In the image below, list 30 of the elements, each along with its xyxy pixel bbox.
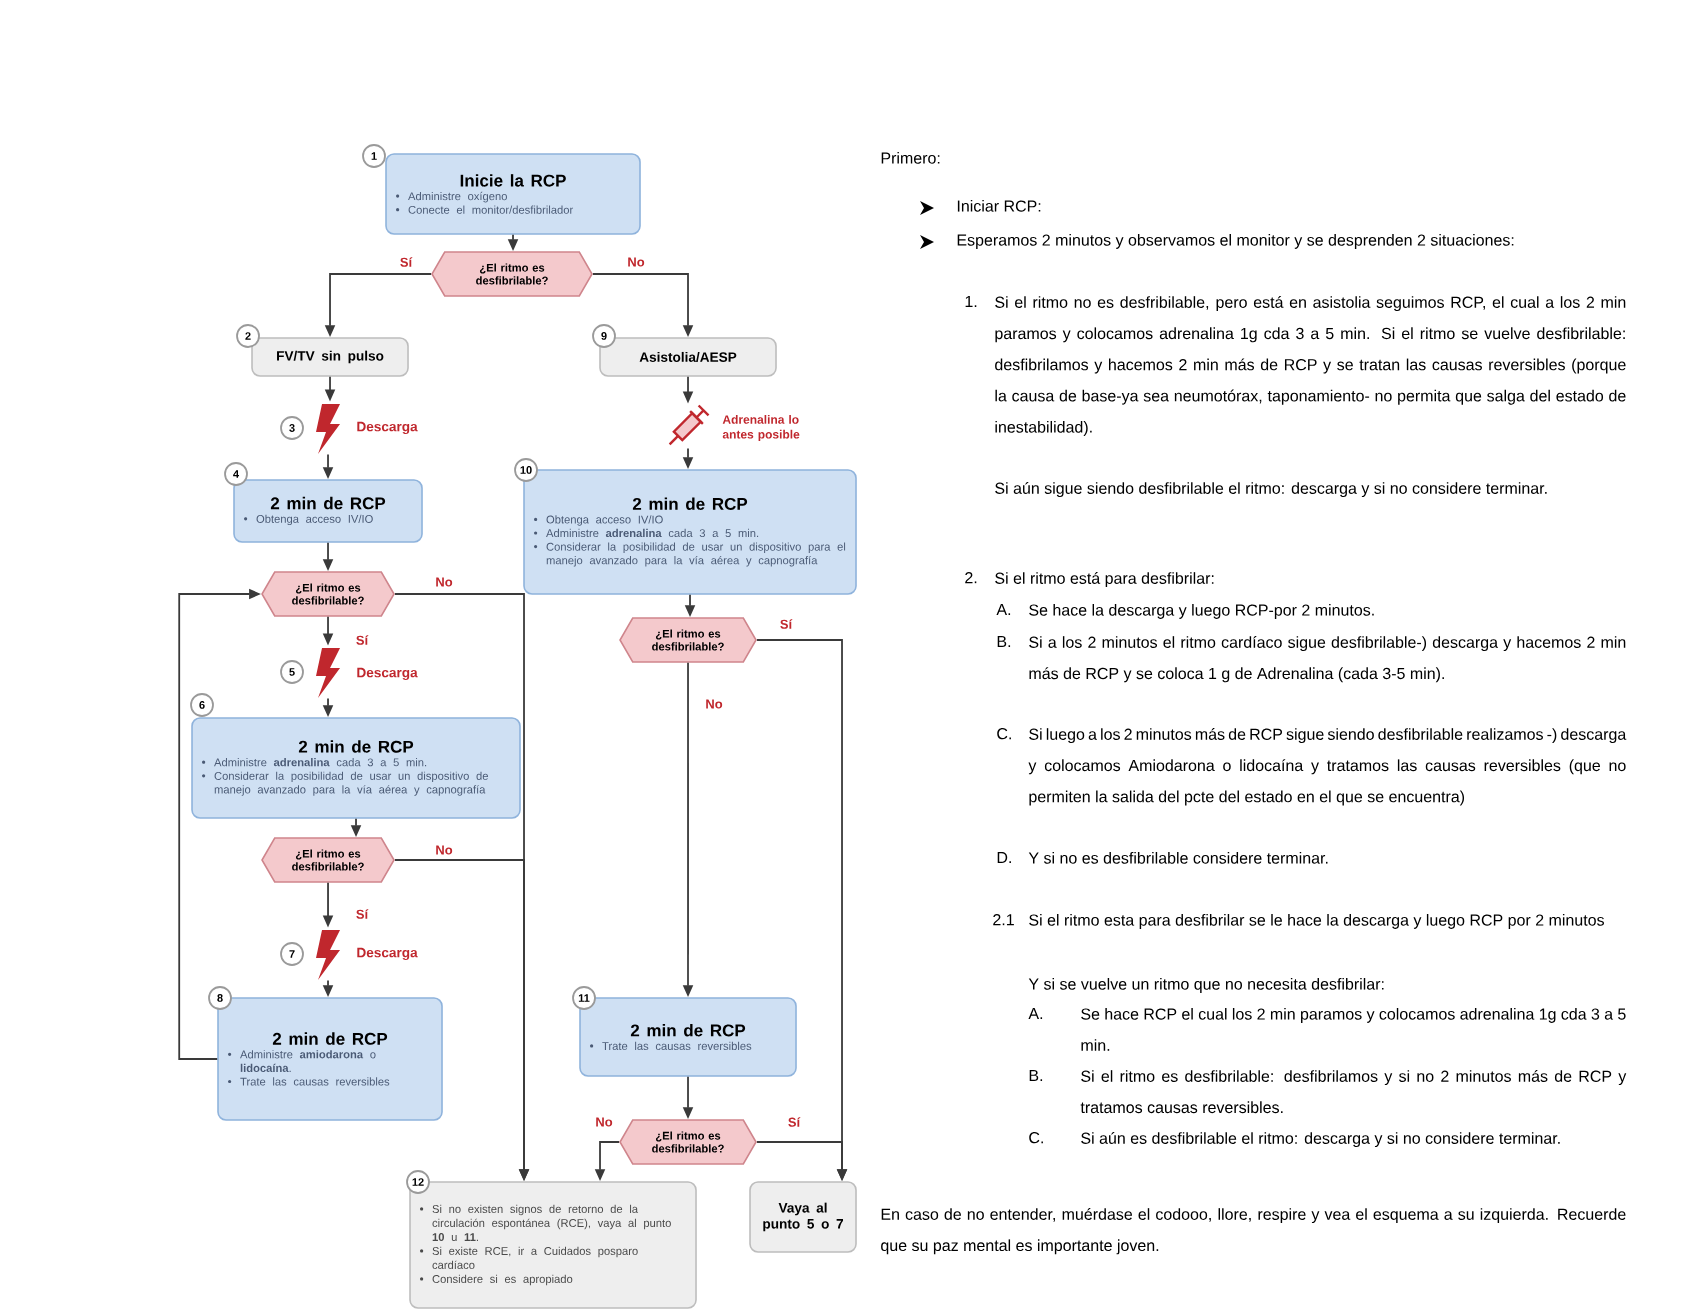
list-item: Si aún es desfibrilable el ritmo: descarga y si no considere terminar. <box>1081 1131 1560 1148</box>
list-letter: B. <box>1029 1070 1043 1081</box>
paragraph: Y si se vuelve un ritmo que no necesita desfibrilar: <box>1028 978 1384 993</box>
paragraph: Si aún sigue siendo desfibrilable el ritmo: descarga y si no considere terminar. <box>995 482 1547 498</box>
list-number: 1. <box>965 296 977 307</box>
list-item: Si el ritmo está para desfibrilar: <box>995 572 1214 588</box>
list-letter: B. <box>997 636 1011 647</box>
list-number: 2. <box>965 572 977 584</box>
list-item: Se hace RCP el cual los 2 min paramos y colocamos adrenalina 1g cda 3 a 5 min. <box>1081 1008 1626 1051</box>
note-text: En caso de no entender, muérdase el codooo, llore, respire y vea el esquema a su izquierda. Recuerde que su paz mental es importante joven. <box>881 1207 1626 1255</box>
list-item: Iniciar RCP: <box>957 200 1041 212</box>
lightning-icon <box>316 648 340 698</box>
list-number: 2.1 <box>993 914 1014 926</box>
list-item: Si luego a los 2 minutos más de RCP sigue siendo desfibrilable realizamos -) descarga y colocamos Amiodarona o lidocaína y tratamos las causas reversibles (que no permiten la salida del pcte del estado en el que se encuentra) <box>1028 728 1627 806</box>
list-letter: A. <box>996 604 1011 615</box>
list-letter: A. <box>1028 1008 1043 1019</box>
paragraph: Si el ritmo no es desfribilable, pero está en asistolia seguimos RCP, el cual a los 2 min paramos y colocamos adrenalina 1g cda 3 a 5 min. Si el ritmo se vuelve desfibrilable: desfibrilamos y hacemos 2 min más de RCP y se tratan las causas reversibles (porque la causa de base-ya sea neumotórax, taponamiento- no permita que salga del estado de inestabilidad). <box>995 296 1626 436</box>
list-item: Si el ritmo esta para desfibrilar se le hace la descarga y luego RCP por 2 minutos <box>1029 914 1604 929</box>
list-item: Si el ritmo es desfibrilable: desfibrilamos y si no 2 minutos más de RCP y tratamos causas reversibles. <box>1080 1069 1627 1114</box>
list-letter: C. <box>1029 1132 1043 1144</box>
syringe-icon <box>668 404 710 446</box>
lightning-icon <box>316 930 340 980</box>
list-item: Si a los 2 minutos el ritmo cardíaco sigue desfibrilable-) descarga y hacemos 2 min más de RCP y se coloca 1 g de Adrenalina (cada 3-5 min). <box>1029 636 1626 683</box>
lightning-icon <box>316 404 340 454</box>
list-item: Esperamos 2 minutos y observamos el monitor y se desprenden 2 situaciones: <box>957 234 1514 249</box>
list-item: Se hace la descarga y luego RCP-por 2 minutos. <box>1029 604 1374 619</box>
list-letter: C. <box>997 728 1011 740</box>
heading-text: Primero: <box>881 152 940 164</box>
list-item: Y si no es desfibrilable considere terminar. <box>1028 852 1328 864</box>
list-letter: D. <box>997 852 1011 863</box>
